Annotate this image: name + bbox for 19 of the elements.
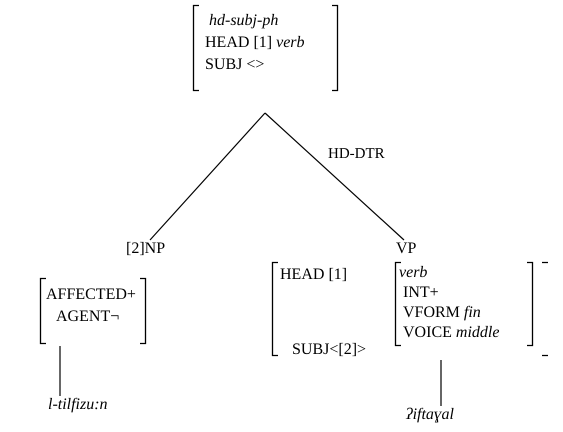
feature-line: VFORM fin — [403, 304, 481, 322]
feature-line: hd-subj-ph — [209, 12, 278, 30]
feature-line: SUBJ<[2]> — [292, 341, 366, 359]
feature-line: HEAD [1] verb — [205, 34, 305, 52]
tree-branch — [264, 112, 404, 240]
feature-line: SUBJ <> — [205, 56, 264, 74]
feature-line: AFFECTED+ — [46, 286, 136, 304]
feature-line: VOICE middle — [403, 324, 500, 342]
word-label: ʔiftaɣal — [406, 406, 454, 424]
category-label: [2]NP — [126, 240, 166, 258]
tree-branch — [440, 360, 442, 406]
category-label: VP — [396, 240, 416, 258]
feature-line: INT+ — [403, 284, 439, 302]
feature-line: AGENT¬ — [56, 308, 120, 326]
feature-line: verb — [399, 264, 428, 282]
tree-branch — [150, 112, 266, 240]
word-label: l-tilfizu:n — [48, 396, 108, 414]
tree-branch — [59, 346, 61, 396]
feature-line: HEAD [1] — [280, 266, 348, 284]
